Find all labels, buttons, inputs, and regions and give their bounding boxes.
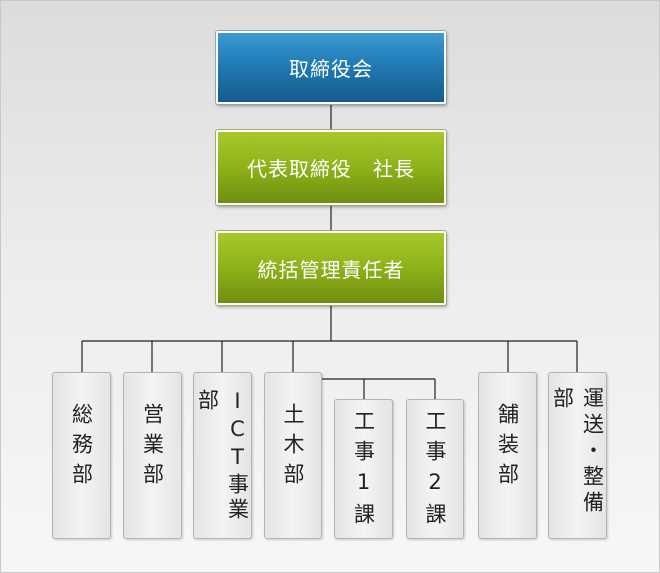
dept-paving: 舗装部 — [478, 372, 537, 539]
dept-general-affairs-label: 総務部 — [69, 403, 94, 493]
dept-transport-label: 運送・整備部 — [550, 387, 605, 517]
dept-construction-1: 工事1課 — [334, 399, 393, 539]
dept-civil-label: 土木部 — [281, 403, 305, 493]
board-of-directors-box: 取締役会 — [216, 31, 446, 104]
dept-construction-1-label: 工事1課 — [351, 410, 376, 533]
president-box: 代表取締役 社長 — [216, 130, 446, 205]
dept-transport: 運送・整備部 — [548, 372, 607, 539]
dept-construction-2: 工事2課 — [406, 399, 464, 539]
dept-civil: 土木部 — [264, 372, 322, 539]
dept-ict: ICT事業部 — [193, 372, 252, 539]
dept-paving-label: 舗装部 — [495, 403, 520, 493]
dept-sales: 営業部 — [123, 372, 182, 539]
dept-ict-label: ICT事業部 — [195, 389, 250, 523]
general-manager-box: 統括管理責任者 — [216, 231, 446, 305]
dept-sales-label: 営業部 — [140, 403, 165, 493]
president-label: 代表取締役 社長 — [247, 157, 415, 181]
dept-general-affairs: 総務部 — [52, 372, 111, 539]
general-manager-label: 統括管理責任者 — [257, 257, 405, 282]
board-of-directors-label: 取締役会 — [289, 57, 373, 81]
dept-construction-2-label: 工事2課 — [423, 410, 447, 533]
